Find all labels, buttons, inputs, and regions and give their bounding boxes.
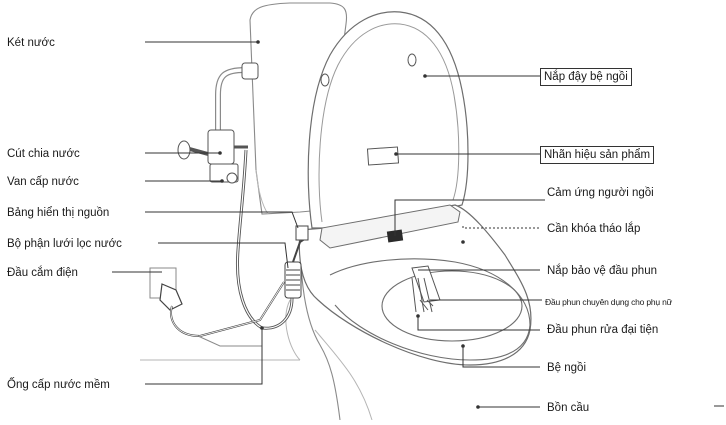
leader-seat (462, 346, 540, 368)
lid-hinge-bump-left (320, 73, 330, 87)
dot-splitter (218, 151, 222, 155)
leader-nozzle-rear (417, 316, 540, 331)
label-bowl: Bồn cầu (547, 402, 590, 414)
supply-valve-handle (226, 172, 238, 184)
label-tank: Két nước (7, 37, 55, 49)
seat-ring-outer (329, 258, 531, 361)
dot-lid (423, 74, 427, 78)
pedestal-outline (314, 329, 373, 421)
lid-inner (318, 23, 460, 223)
label-sensor: Cảm ứng người ngồi (547, 187, 654, 199)
label-product-label: Nhãn hiệu sản phẩm (540, 146, 655, 164)
tank-fitting (241, 62, 259, 80)
leader-lines (112, 41, 545, 408)
dot-nozzle-rear (416, 314, 420, 318)
lid-hinge-bump-right (407, 53, 417, 67)
label-lock-lever: Cần khóa tháo lắp (547, 223, 641, 235)
leader-lock-lever (462, 226, 540, 229)
label-filter: Bộ phận lưới lọc nước (7, 238, 122, 250)
power-cord-inner (170, 281, 285, 337)
lid-outline (307, 11, 469, 229)
nozzle-women (419, 299, 434, 311)
product-label-plate (366, 146, 400, 166)
dot-valve (220, 179, 224, 183)
filter-ribs (286, 269, 300, 291)
seat-opening (381, 270, 523, 342)
cord-floor (197, 335, 262, 347)
seat-hinge-block (319, 204, 461, 249)
label-lid: Nắp đậy bệ ngồi (540, 68, 632, 86)
leader-dots (218, 40, 480, 409)
power-plug (159, 283, 183, 311)
label-plug: Đầu cắm điện (7, 267, 78, 279)
dot-hose (260, 326, 264, 330)
label-nozzle-rear: Đầu phun rửa đại tiện (547, 324, 659, 336)
label-nozzle-guard: Nắp bảo vệ đầu phun (547, 265, 657, 277)
dot-label (394, 152, 398, 156)
leader-sensor (394, 199, 545, 236)
hose-to-filter-inner (261, 297, 293, 329)
hose-to-filter (261, 297, 294, 330)
leader-filter (158, 242, 289, 269)
power-display-box (295, 225, 309, 241)
leader-power-display (145, 211, 299, 229)
dot-seat (461, 344, 465, 348)
supply-valve-knob (177, 140, 191, 160)
label-splitter: Cút chia nước (7, 148, 80, 160)
dot-lock (461, 240, 465, 244)
nozzle-rear (411, 277, 433, 313)
label-power-display: Bảng hiển thị nguồn (7, 207, 110, 219)
label-supply-valve: Van cấp nước (7, 176, 79, 188)
flex-hose-inner (236, 149, 263, 329)
splitter-tee (207, 129, 235, 165)
dot-bowl (476, 405, 480, 409)
bowl-base (285, 299, 301, 361)
label-nozzle-women: Đầu phun chuyên dụng cho phụ nữ (545, 297, 673, 307)
wall-pipe-inner (216, 68, 247, 132)
label-seat: Bệ ngồi (547, 362, 587, 374)
leader-hose (145, 328, 263, 385)
label-hose: Ống cấp nước mềm (7, 379, 110, 391)
dot-tank (256, 40, 260, 44)
